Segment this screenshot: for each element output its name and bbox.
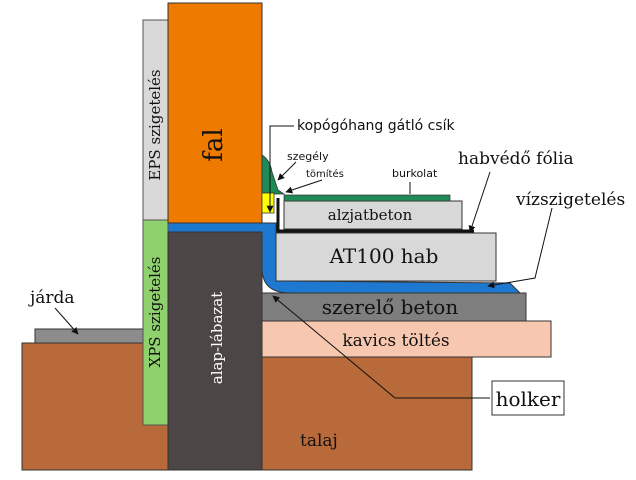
holker-label-box <box>491 380 565 416</box>
leader-szegely <box>277 161 297 181</box>
foam-protective-foil <box>276 198 474 233</box>
label-at100: AT100 hab <box>329 244 439 268</box>
label-talaj: talaj <box>300 431 338 451</box>
label-kopogo: kopógóhang gátló csík <box>297 118 455 134</box>
leader-vizszig <box>487 207 553 289</box>
label-vizszig: vízszigetelés <box>515 190 625 210</box>
leader-habvedo <box>468 171 491 233</box>
wall-block <box>167 2 263 224</box>
leader-holker <box>272 295 490 399</box>
pavement-slab <box>34 328 146 344</box>
label-szerelo: szerelő beton <box>322 295 459 319</box>
label-fal: fal <box>199 128 229 161</box>
xps-insulation <box>142 219 169 426</box>
foundation-block <box>167 231 263 471</box>
screed-concrete-layer <box>283 200 463 230</box>
label-kavics: kavics töltés <box>342 331 449 351</box>
sealant <box>261 192 275 214</box>
label-burkolat: burkolat <box>392 167 438 180</box>
label-holker: holker <box>496 387 561 411</box>
label-habvedo: habvédő fólia <box>458 149 574 169</box>
label-alap: alap-lábazat <box>208 292 226 385</box>
label-szegely: szegély <box>287 150 329 163</box>
leader-kopogo <box>266 125 294 213</box>
skirting-board <box>261 154 286 195</box>
leader-jarda <box>54 307 79 335</box>
floor-tile-layer <box>283 194 451 202</box>
label-jarda: járda <box>28 288 75 308</box>
label-xps: XPS szigetelés <box>146 257 164 368</box>
leader-lines <box>54 125 553 399</box>
at100-foam-layer <box>275 232 497 282</box>
leader-tomites <box>285 179 323 194</box>
label-alzjat: alzjatbeton <box>328 206 413 224</box>
label-tomites: tömítés <box>306 168 344 180</box>
label-eps: EPS szigetelés <box>146 69 164 180</box>
